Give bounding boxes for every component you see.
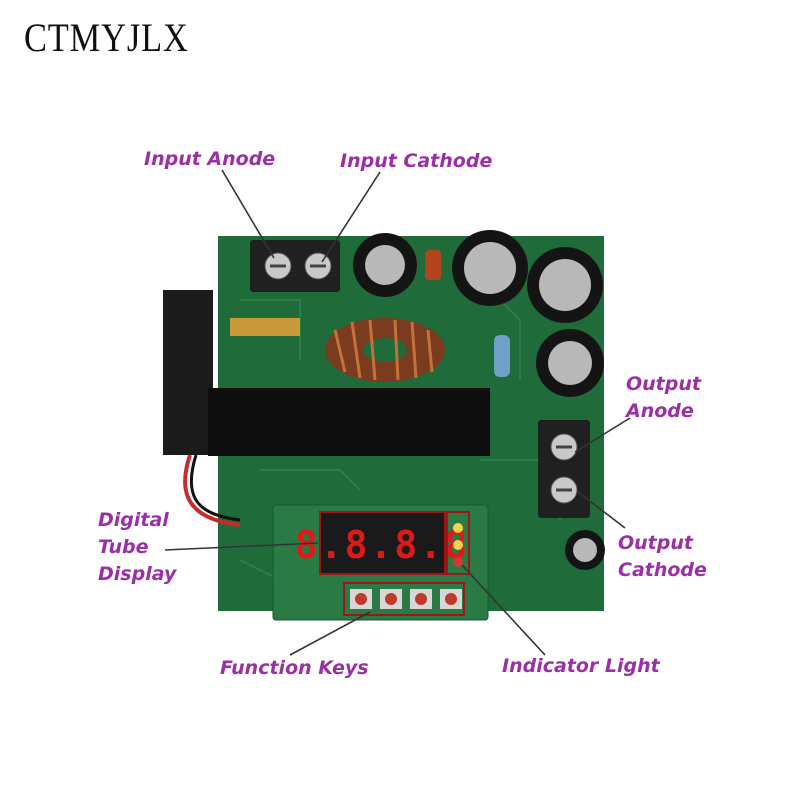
cooling-fan [163,290,213,455]
inductor-coil [325,318,445,382]
display-digits: 8.8.8.8 [295,523,469,567]
digital-tube-display [319,511,446,575]
label-digital-line-3: Display [98,563,177,585]
label-output-anode-line-1: Output [626,373,701,395]
label-input-anode: Input Anode [144,148,276,170]
indicator-light-1 [453,523,463,533]
label-output-cathode-line-1: Output [618,532,693,554]
callout-lines [164,169,631,656]
fan-wire-black [189,454,241,522]
capacitor-3 [527,247,603,323]
label-digital-line-2: Tube [98,536,149,558]
indicator-light-3 [453,557,463,567]
label-output-anode-line-2: Anode [626,400,694,422]
indicator-light-2 [453,540,463,550]
heatsink [208,388,490,456]
capacitor-2 [452,230,528,306]
small-capacitor [425,250,441,280]
label-indicator-light: Indicator Light [502,655,660,677]
fuse [230,318,300,336]
brand-logo: CTMYJLX [24,15,189,60]
label-digital-tube-display: Digital Tube Display [98,507,176,588]
label-output-cathode: Output Cathode [618,530,707,584]
capacitor-4 [536,329,604,397]
resistor [494,335,510,377]
label-output-anode: Output Anode [626,371,701,425]
capacitor-1 [353,233,417,297]
indicator-light-frame [446,511,470,575]
label-digital-line-1: Digital [98,509,169,531]
capacitor-5 [565,530,605,570]
function-keys-row [343,582,465,616]
fan-wire-red [183,454,241,527]
label-output-cathode-line-2: Cathode [618,559,707,581]
label-function-keys: Function Keys [220,657,369,679]
label-input-cathode: Input Cathode [340,150,493,172]
